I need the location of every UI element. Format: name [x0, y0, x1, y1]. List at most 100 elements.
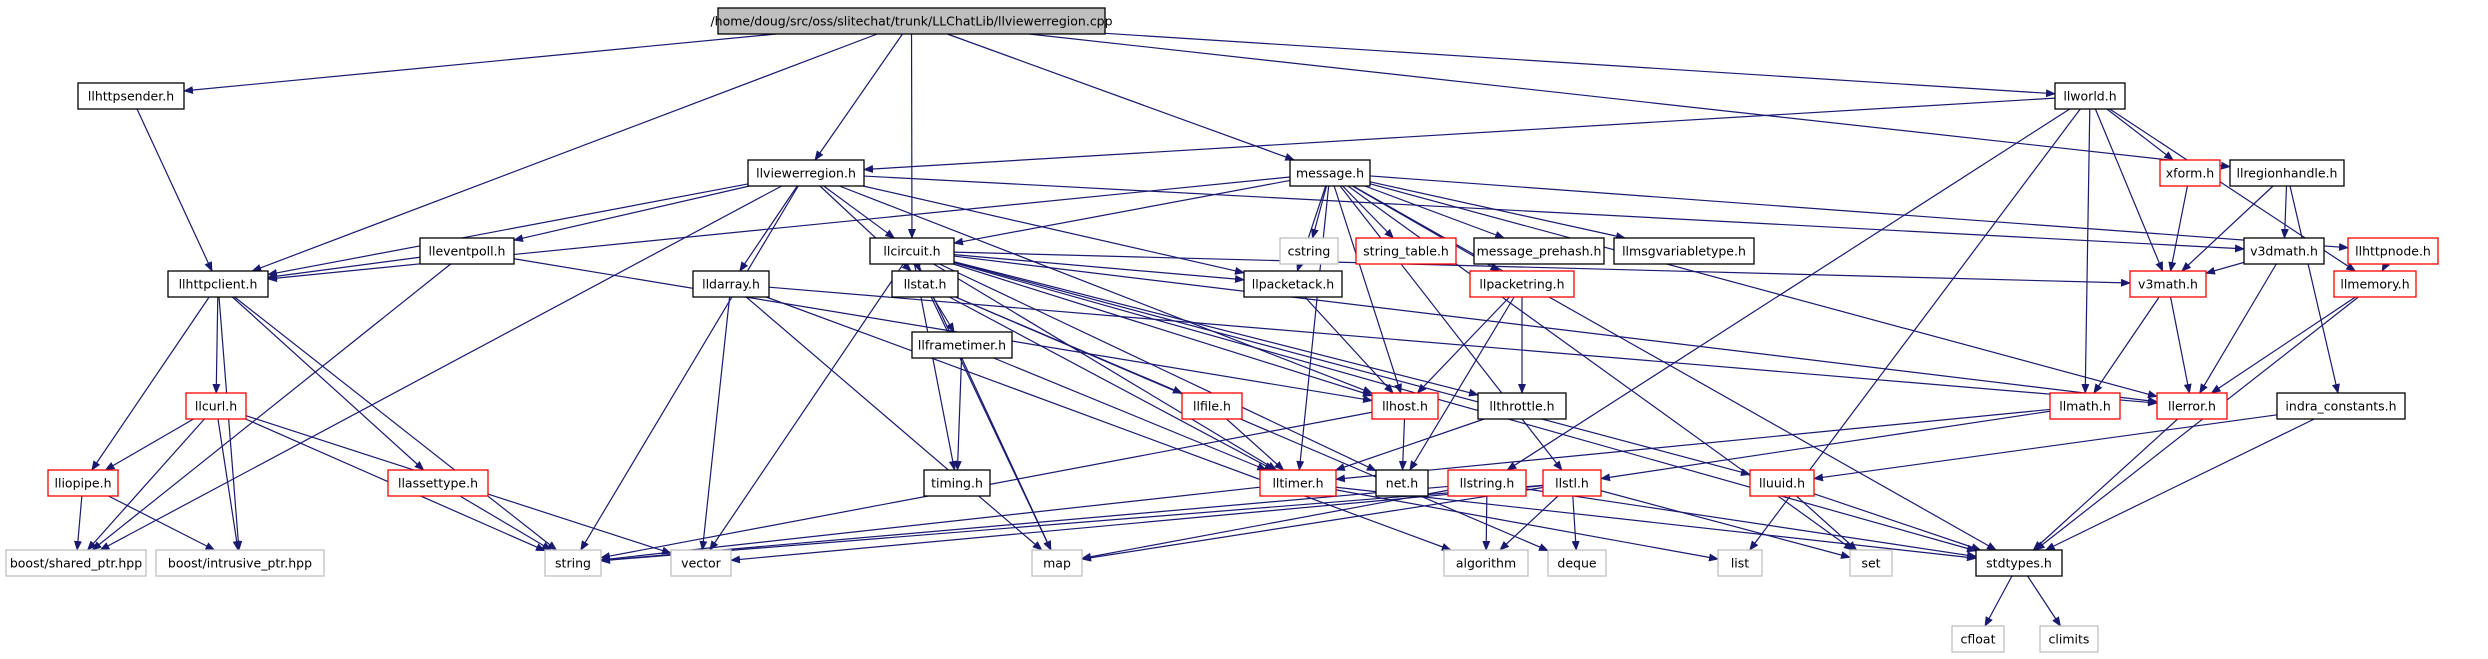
edge-llmath-to-lltimer — [1335, 408, 2051, 483]
node-llmemory[interactable]: llmemory.h — [2333, 270, 2417, 298]
node-box — [891, 270, 959, 298]
node-llcircuit[interactable]: llcircuit.h — [869, 237, 955, 265]
node-box — [1849, 549, 1893, 577]
node-string-table[interactable]: string_table.h — [1355, 237, 1457, 265]
edge-llhttpclient-to-llassettype — [231, 296, 425, 471]
node-label: llhttpclient.h — [179, 277, 258, 292]
node-box — [1375, 469, 1429, 497]
edge-root-to-llviewerregion — [814, 33, 903, 161]
edge-lldarray-to-vector — [699, 296, 731, 551]
edge-llcircuit-to-stdtypes — [953, 262, 1977, 553]
edge-message-to-llhttpnode — [1369, 175, 2349, 252]
node-box — [1289, 159, 1371, 187]
node-box — [1951, 625, 2005, 653]
edge-lliopipe-to-boost_shared_ptr — [73, 495, 83, 551]
node-box — [1477, 392, 1567, 420]
node-llviewerregion[interactable]: llviewerregion.h — [747, 159, 865, 187]
node-llfile[interactable]: llfile.h — [1181, 392, 1243, 420]
node-llhost[interactable]: llhost.h — [1371, 392, 1439, 420]
edge-llstat-to-deque — [955, 296, 1549, 552]
edge-llstat-to-llframetimer — [932, 296, 955, 333]
edge-stdtypes-to-climits — [2027, 575, 2061, 627]
edge-llworld-to-v3math — [2094, 108, 2164, 272]
node-label: deque — [1557, 556, 1596, 571]
edge-llpacketack-to-llhost — [1304, 296, 1394, 394]
node-llhttpclient[interactable]: llhttpclient.h — [167, 270, 269, 298]
node-label: boost/shared_ptr.hpp — [10, 556, 142, 571]
edge-root-to-llworld — [1104, 32, 2056, 98]
node-v3math[interactable]: v3math.h — [2129, 270, 2207, 298]
node-cfloat: cfloat — [1951, 625, 2005, 653]
node-box — [911, 331, 1013, 359]
node-message[interactable]: message.h — [1289, 159, 1371, 187]
node-lluuid[interactable]: lluuid.h — [1749, 469, 1815, 497]
node-box — [2054, 82, 2126, 110]
edge-llcircuit-to-llthrottle — [953, 261, 1479, 397]
node-llhttpsender[interactable]: llhttpsender.h — [77, 82, 185, 110]
node-llcurl[interactable]: llcurl.h — [185, 392, 247, 420]
node-llhttpnode[interactable]: llhttpnode.h — [2347, 237, 2439, 265]
node-label: llcurl.h — [195, 399, 237, 414]
node-lltimer[interactable]: lltimer.h — [1259, 469, 1337, 497]
node-llstat[interactable]: llstat.h — [891, 270, 959, 298]
node-llthrottle[interactable]: llthrottle.h — [1477, 392, 1567, 420]
node-lliopipe[interactable]: lliopipe.h — [47, 469, 119, 497]
node-llpacketring[interactable]: llpacketring.h — [1469, 270, 1575, 298]
edge-root-to-llregionhandle — [1029, 33, 2231, 170]
node-stdtypes[interactable]: stdtypes.h — [1975, 549, 2063, 577]
edge-root-to-llhttpsender — [183, 33, 777, 95]
node-xform[interactable]: xform.h — [2159, 159, 2221, 187]
node-lleventpoll[interactable]: lleventpoll.h — [419, 237, 515, 265]
node-label: lluuid.h — [1759, 476, 1805, 491]
node-label: vector — [681, 556, 722, 571]
node-llstl[interactable]: llstl.h — [1542, 469, 1602, 497]
edge-llviewerregion-to-boost_shared_ptr — [99, 185, 782, 551]
edge-lltimer-to-stdtypes — [1335, 486, 1977, 562]
node-label: llregionhandle.h — [2237, 166, 2338, 181]
edge-llviewerregion-to-llhost — [839, 185, 1373, 394]
edge-message-to-llstl — [1339, 185, 1563, 471]
edge-llthrottle-to-lltimer — [1334, 418, 1485, 471]
node-root[interactable]: /home/doug/src/oss/slitechat/trunk/LLCha… — [710, 7, 1113, 35]
edge-message-to-string_table — [1342, 185, 1395, 239]
edge-v3dmath-to-llerror — [2199, 263, 2277, 394]
node-timing[interactable]: timing.h — [923, 469, 991, 497]
edge-llviewerregion-to-llcircuit — [823, 185, 896, 239]
edge-llviewerregion-to-string — [580, 185, 799, 551]
edge-llassettype-to-string — [459, 495, 552, 551]
node-llframetimer[interactable]: llframetimer.h — [911, 331, 1013, 359]
node-llmsgvariabletype[interactable]: llmsgvariabletype.h — [1613, 237, 1755, 265]
node-label: string — [555, 556, 591, 571]
node-net[interactable]: net.h — [1375, 469, 1429, 497]
node-label: climits — [2049, 632, 2090, 647]
node-box — [670, 549, 732, 577]
edge-llcircuit-to-v3math — [953, 251, 2131, 287]
edge-llhost-to-net — [1398, 418, 1407, 471]
node-label: lleventpoll.h — [429, 244, 506, 259]
edge-stdtypes-to-cfloat — [1984, 575, 2013, 627]
edge-llcircuit-to-llhost — [953, 263, 1373, 397]
node-v3dmath[interactable]: v3dmath.h — [2243, 237, 2325, 265]
edge-lliopipe-to-boost_intrusive_ptr — [108, 495, 216, 551]
node-llworld[interactable]: llworld.h — [2054, 82, 2126, 110]
edge-llstring-to-string — [600, 485, 1449, 564]
edge-llhttpclient-to-lliopipe — [91, 296, 210, 471]
node-label: llmsgvariabletype.h — [1622, 244, 1746, 259]
node-message-prehash[interactable]: message_prehash.h — [1473, 237, 1605, 265]
node-box — [1181, 392, 1243, 420]
edge-message-to-message_prehash — [1364, 185, 1506, 239]
edge-llstring-to-algorithm — [1482, 495, 1491, 551]
edge-lldarray-to-map — [745, 296, 1043, 551]
edge-llpacketring-to-net — [1409, 296, 1515, 471]
node-llregionhandle[interactable]: llregionhandle.h — [2229, 159, 2345, 187]
node-llmath[interactable]: llmath.h — [2049, 392, 2121, 420]
node-llstring[interactable]: llstring.h — [1447, 469, 1527, 497]
node-llerror[interactable]: llerror.h — [2156, 392, 2228, 420]
node-lldarray[interactable]: lldarray.h — [692, 270, 770, 298]
edge-llworld-to-llstring — [1506, 108, 2071, 471]
node-indra-constants[interactable]: indra_constants.h — [2276, 392, 2406, 420]
node-box — [1613, 237, 1755, 265]
node-llassettype[interactable]: llassettype.h — [387, 469, 489, 497]
node-llpacketack[interactable]: llpacketack.h — [1243, 270, 1343, 298]
edge-message-to-llcircuit — [953, 179, 1291, 246]
